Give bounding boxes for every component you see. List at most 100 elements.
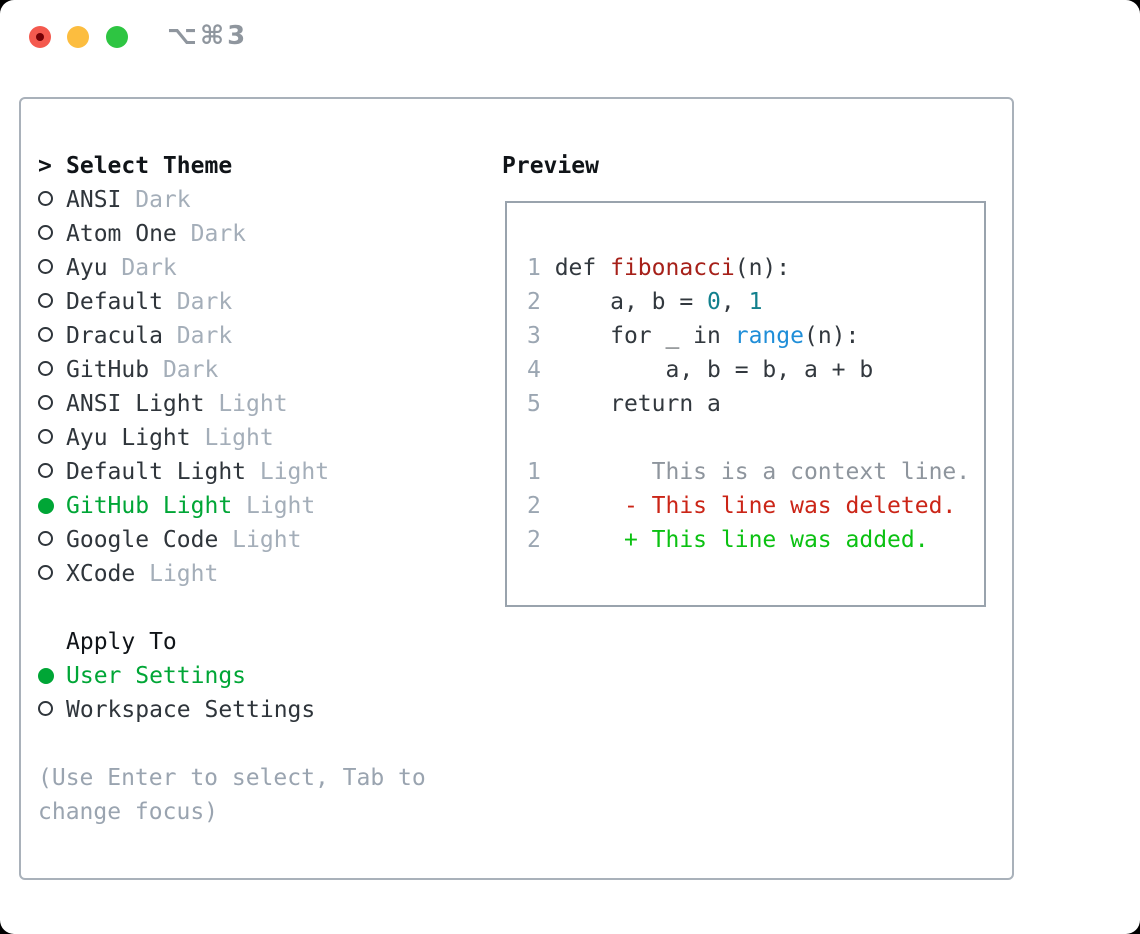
code-segment-add: + This line was added. <box>540 527 929 553</box>
minimize-button[interactable] <box>67 26 89 48</box>
radio-icon <box>38 225 53 240</box>
radio-icon <box>38 327 53 342</box>
theme-option-ayu[interactable]: Ayu Dark <box>38 251 426 285</box>
radio-icon <box>38 463 53 478</box>
theme-option-ansi-light[interactable]: ANSI Light Light <box>38 387 426 421</box>
theme-option-label: XCode <box>66 561 136 587</box>
theme-variant-label: Dark <box>162 289 233 315</box>
theme-option-label: Ayu <box>66 255 108 281</box>
code-segment-fn: fibonacci <box>610 255 735 281</box>
theme-variant-label: Light <box>190 425 274 451</box>
code-line: 2 a, b = 0, 1 <box>527 285 970 319</box>
code-segment-ctx: This is a context line. <box>540 459 971 485</box>
code-line: 5 return a <box>527 387 970 421</box>
radio-icon <box>38 429 53 444</box>
theme-variant-label: Light <box>135 561 219 587</box>
radio-icon <box>38 361 53 376</box>
code-line: 1 This is a context line. <box>527 455 970 489</box>
code-line: 4 a, b = b, a + b <box>527 353 970 387</box>
line-number: 2 <box>527 527 541 553</box>
radio-icon <box>38 191 53 206</box>
hint-text: (Use Enter to select, Tab to change focu… <box>38 761 426 829</box>
theme-option-xcode[interactable]: XCode Light <box>38 557 426 591</box>
code-segment-k: (n): <box>734 255 791 281</box>
theme-option-label: Default Light <box>66 459 247 485</box>
theme-option-default-light[interactable]: Default Light Light <box>38 455 426 489</box>
spacer <box>38 727 426 761</box>
theme-option-label: GitHub <box>66 357 150 383</box>
code-segment-call: range <box>734 323 804 349</box>
close-button[interactable] <box>29 26 51 48</box>
theme-variant-label: Dark <box>107 255 177 281</box>
line-number: 2 <box>527 289 541 315</box>
line-number: 3 <box>527 323 541 349</box>
radio-selected-icon <box>38 498 54 514</box>
theme-option-atom-one[interactable]: Atom One Dark <box>38 217 426 251</box>
preview-title: Preview <box>502 153 599 179</box>
close-button-inner-dot <box>36 33 44 41</box>
theme-option-ansi[interactable]: ANSI Dark <box>38 183 426 217</box>
code-segment-num: 0 <box>707 289 721 315</box>
theme-option-label: Dracula <box>66 323 163 349</box>
line-number: 4 <box>527 357 541 383</box>
theme-option-label: Ayu Light <box>66 425 191 451</box>
theme-option-github-light[interactable]: GitHub Light Light <box>38 489 426 523</box>
theme-option-label: ANSI Light <box>66 391 205 417</box>
window-shortcut-label: ⌥⌘3 <box>167 21 249 51</box>
code-segment-k: a, b = b, a + b <box>540 357 874 383</box>
code-segment-num: 1 <box>748 289 763 315</box>
apply-option-user-settings[interactable]: User Settings <box>38 659 426 693</box>
radio-icon <box>38 259 53 274</box>
hint-line-1: (Use Enter to select, Tab to <box>38 765 426 791</box>
theme-variant-label: Light <box>218 527 302 553</box>
theme-variant-label: Dark <box>149 357 219 383</box>
theme-variant-label: Light <box>232 493 316 519</box>
code-segment-del: - This line was deleted. <box>540 493 957 519</box>
line-number: 5 <box>527 391 541 417</box>
radio-icon <box>38 293 53 308</box>
radio-icon <box>38 395 53 410</box>
radio-icon <box>38 701 53 716</box>
theme-option-dracula[interactable]: Dracula Dark <box>38 319 426 353</box>
theme-variant-label: Dark <box>162 323 233 349</box>
code-segment-k: (n): <box>803 323 860 349</box>
code-line <box>527 421 970 455</box>
theme-option-github[interactable]: GitHub Dark <box>38 353 426 387</box>
theme-option-google-code[interactable]: Google Code Light <box>38 523 426 557</box>
select-theme-header: > Select Theme <box>38 149 426 183</box>
apply-to-header-label: Apply To <box>66 629 177 655</box>
radio-icon <box>38 565 53 580</box>
code-segment-k: def <box>540 255 611 281</box>
line-number: 1 <box>527 459 541 485</box>
theme-variant-label: Light <box>204 391 288 417</box>
radio-selected-icon <box>38 668 54 684</box>
code-segment-k: return a <box>540 391 721 417</box>
theme-option-ayu-light[interactable]: Ayu Light Light <box>38 421 426 455</box>
prompt-caret-icon: > <box>38 153 52 179</box>
theme-option-label: Atom One <box>66 221 177 247</box>
code-line: 1 def fibonacci(n): <box>527 251 970 285</box>
code-line: 3 for _ in range(n): <box>527 319 970 353</box>
code-line: 2 + This line was added. <box>527 523 970 557</box>
code-line: 2 - This line was deleted. <box>527 489 970 523</box>
select-theme-header-label: Select Theme <box>66 153 233 179</box>
maximize-button[interactable] <box>106 26 128 48</box>
radio-icon <box>38 531 53 546</box>
theme-option-label: ANSI <box>66 187 122 213</box>
theme-variant-label: Dark <box>176 221 247 247</box>
apply-to-header: Apply To <box>38 625 426 659</box>
hint-line-2: change focus) <box>38 799 219 825</box>
theme-option-default[interactable]: Default Dark <box>38 285 426 319</box>
code-segment-k: a, b = <box>540 289 708 315</box>
apply-option-workspace-settings[interactable]: Workspace Settings <box>38 693 426 727</box>
code-segment-k: , <box>720 289 749 315</box>
theme-variant-label: Light <box>246 459 330 485</box>
apply-option-label: User Settings <box>66 663 247 689</box>
